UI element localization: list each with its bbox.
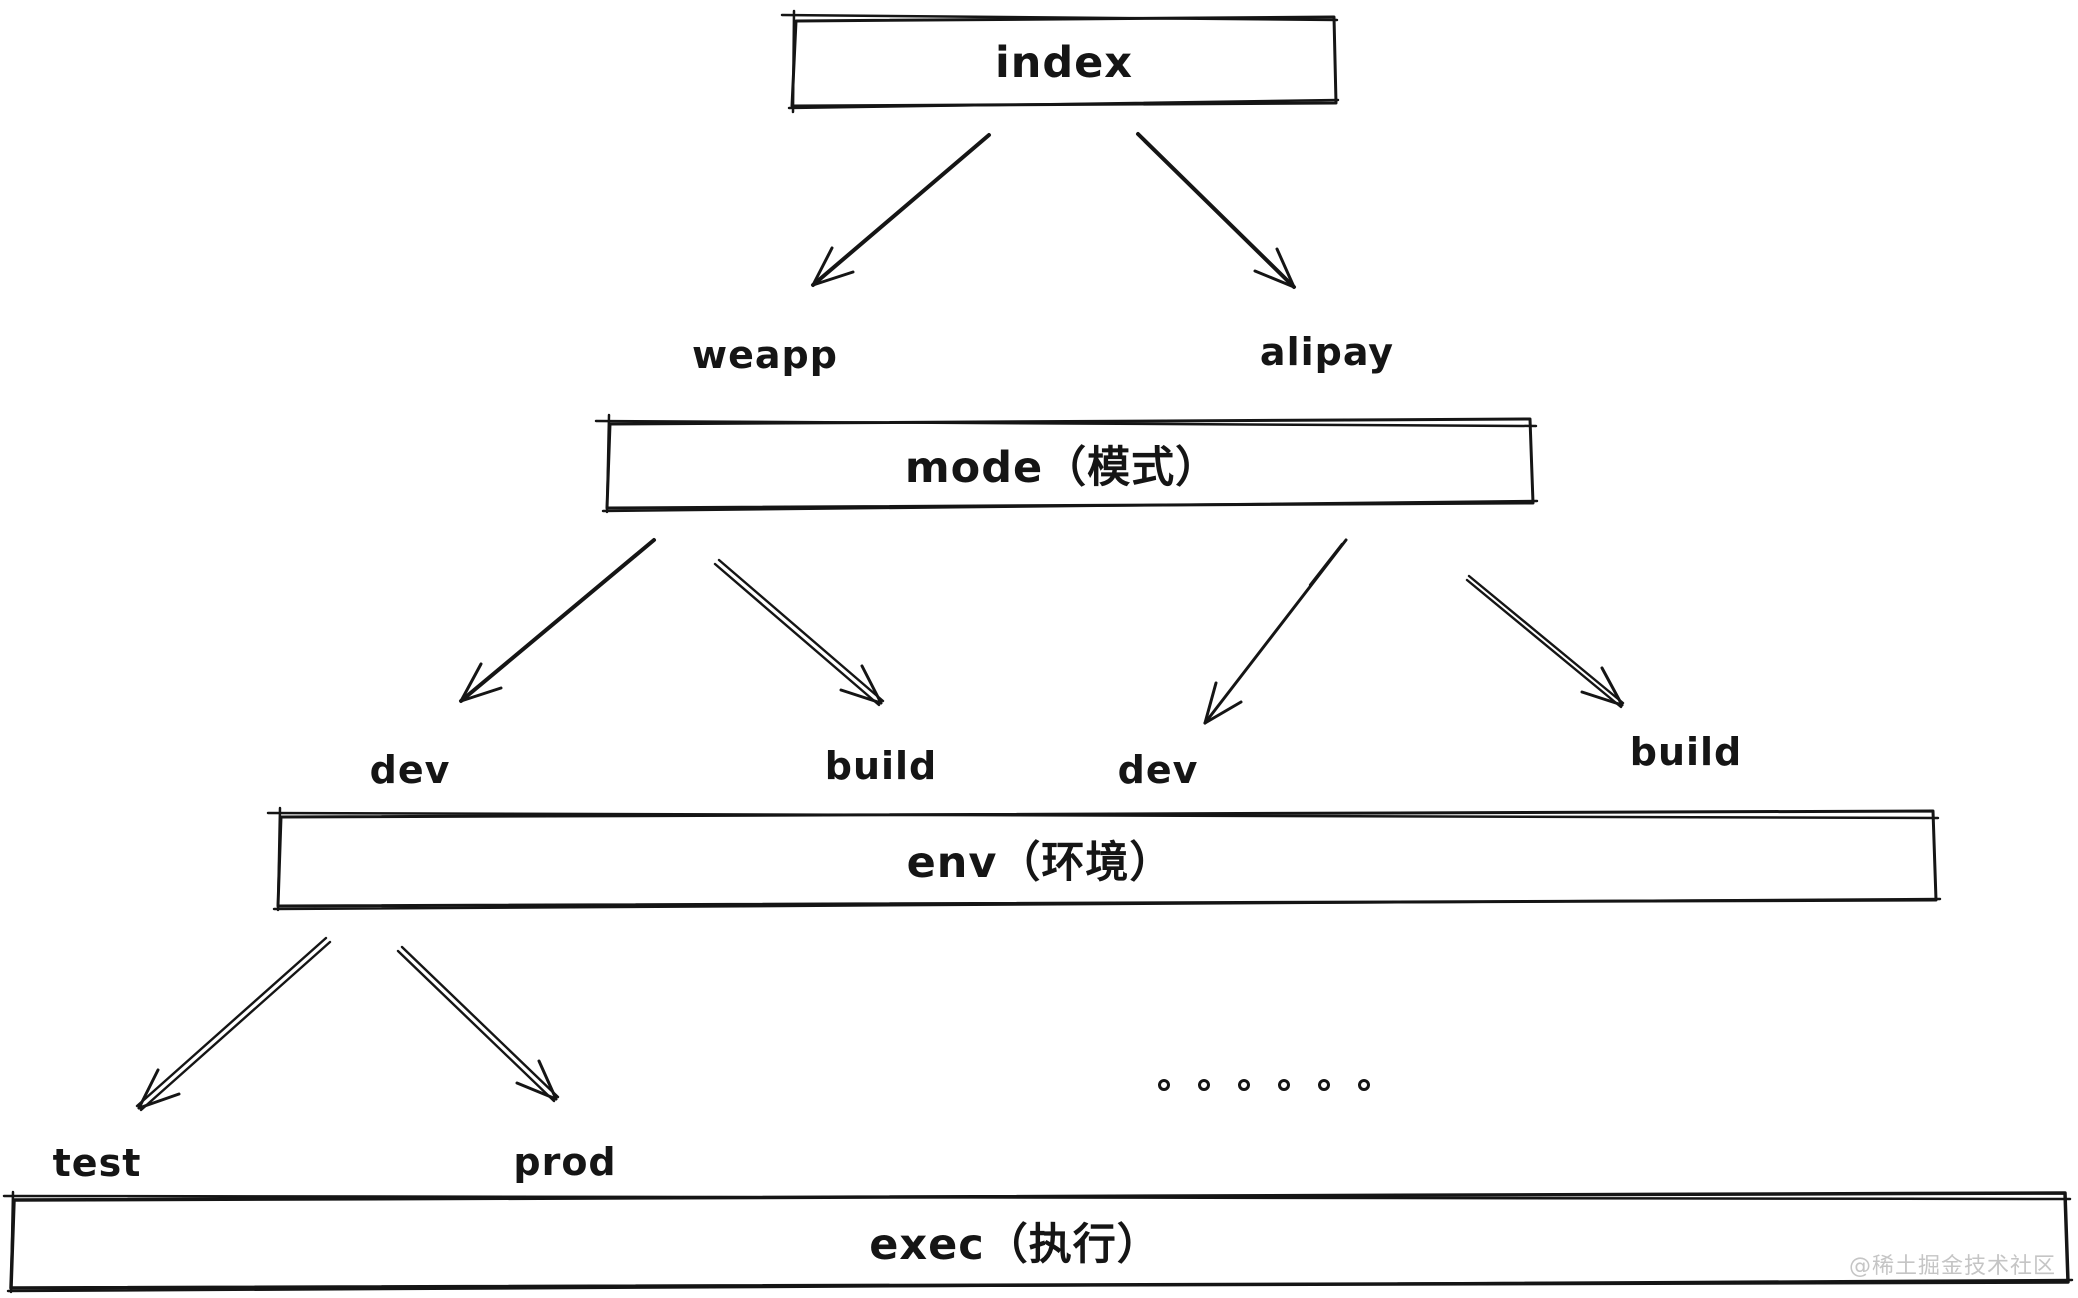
ellipsis-dots xyxy=(1158,1079,1370,1091)
build-left-label: build xyxy=(824,744,938,788)
arrow-mode-to-build-left xyxy=(713,558,885,707)
env-box-outline xyxy=(266,806,1942,912)
dev-right-label: dev xyxy=(1117,748,1199,792)
exec-box-outline xyxy=(2,1190,2074,1294)
ellipsis-dot xyxy=(1238,1079,1250,1091)
env-node-label: env（环境） xyxy=(906,838,1174,888)
build-right-label: build xyxy=(1629,730,1743,774)
juejin-watermark: @稀土掘金技术社区 xyxy=(1848,1254,2056,1279)
ellipsis-dot xyxy=(1318,1079,1330,1091)
ellipsis-dot xyxy=(1158,1079,1170,1091)
alipay-label: alipay xyxy=(1259,330,1395,374)
mode-node-label: mode（模式） xyxy=(904,443,1220,493)
ellipsis-dot xyxy=(1198,1079,1210,1091)
test-label: test xyxy=(52,1141,142,1185)
index-box-outline xyxy=(780,9,1340,114)
exec-node-label: exec（执行） xyxy=(869,1220,1161,1270)
index-node-label: index xyxy=(994,38,1134,88)
arrow-env-to-test xyxy=(135,936,332,1112)
prod-label: prod xyxy=(513,1140,617,1184)
arrow-mode-to-dev-right xyxy=(1203,538,1348,725)
arrow-mode-to-build-right xyxy=(1465,574,1625,709)
dev-left-label: dev xyxy=(369,748,451,792)
weapp-label: weapp xyxy=(692,333,838,377)
arrow-env-to-prod xyxy=(396,945,560,1103)
arrow-index-to-alipay xyxy=(1136,132,1296,289)
arrow-index-to-weapp xyxy=(811,133,991,287)
ellipsis-dot xyxy=(1278,1079,1290,1091)
mode-box-outline xyxy=(594,413,1539,514)
ellipsis-dot xyxy=(1358,1079,1370,1091)
arrow-mode-to-dev-left xyxy=(459,538,656,703)
